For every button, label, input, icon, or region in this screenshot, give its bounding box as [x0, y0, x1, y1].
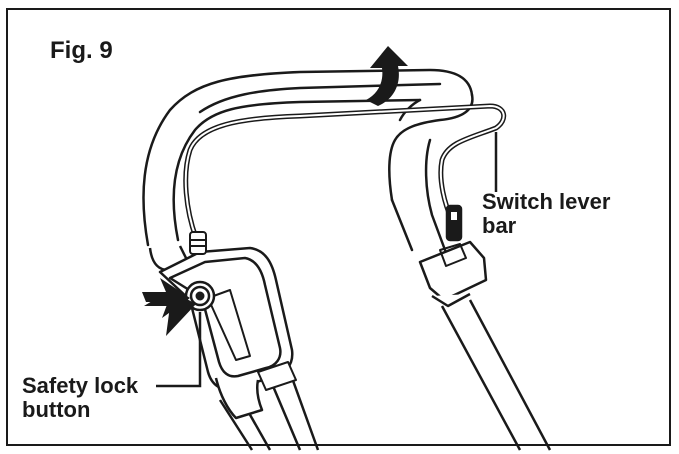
- switch-lever-bar: [183, 103, 507, 241]
- figure-title: Fig. 9: [50, 37, 113, 64]
- figure-frame: [6, 8, 671, 446]
- safety-lock-label-line2: button: [22, 397, 91, 423]
- curved-up-arrow-icon: [366, 46, 408, 106]
- safety-lock-leader: [156, 312, 202, 388]
- right-lower-tube: [418, 204, 552, 451]
- push-arrow-icon: [142, 278, 196, 336]
- switch-lever-label-line1: Switch lever: [482, 189, 611, 214]
- switch-lever-label-line2: bar: [482, 213, 517, 239]
- safety-lock-callout: Safety lock button: [22, 373, 139, 423]
- handle-tube: [142, 68, 474, 252]
- safety-lock-label-line1: Safety lock: [22, 373, 139, 398]
- cable-clip-left: [189, 231, 207, 255]
- switch-lever-callout: Switch lever bar: [482, 189, 611, 239]
